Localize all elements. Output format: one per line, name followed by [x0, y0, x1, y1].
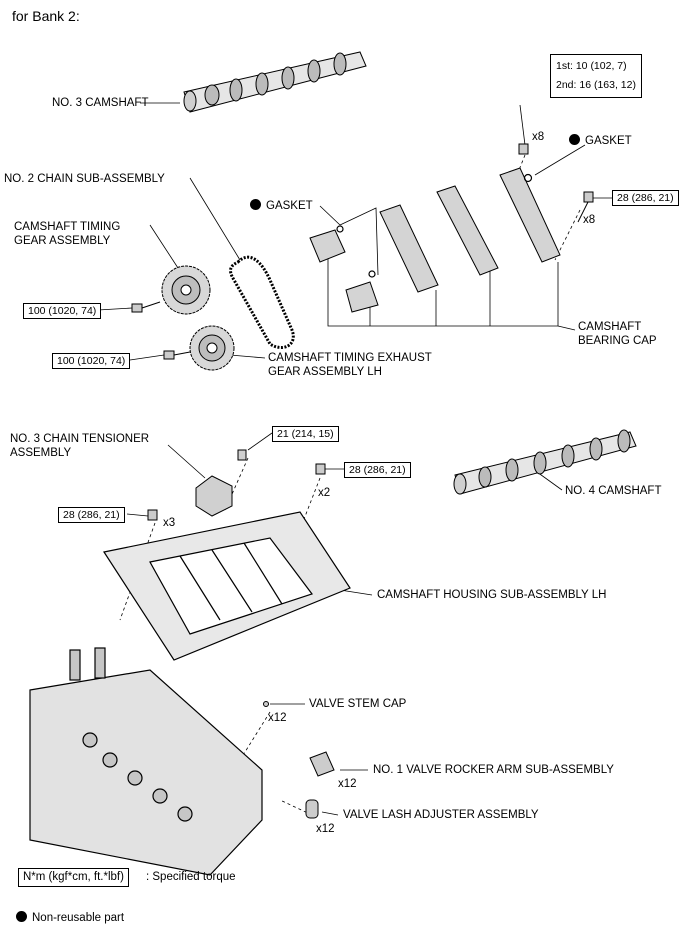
- label-no4-camshaft: NO. 4 CAMSHAFT: [565, 485, 662, 497]
- qty-lash-adjusters: x12: [316, 823, 335, 835]
- torque-gear-intake: 100 (1020, 74): [23, 303, 102, 319]
- lash-adjuster-icon: [305, 799, 319, 819]
- label-tensioner-line1: NO. 3 CHAIN TENSIONER: [10, 433, 150, 445]
- label-exhaust-gear-line1: CAMSHAFT TIMING EXHAUST: [268, 352, 432, 364]
- valve-stem-cap-icon: [263, 701, 269, 707]
- qty-rocker-arms: x12: [338, 778, 357, 790]
- nonreusable-dot-icon: [16, 911, 27, 922]
- label-exhaust-gear-line2: GEAR ASSEMBLY LH: [268, 366, 382, 378]
- torque-tensioner-bolt: 21 (214, 15): [272, 426, 339, 442]
- gear-bolt-icon: [131, 301, 191, 360]
- housing-bolt-icon: [147, 463, 326, 521]
- cylinder-head-icon: [29, 647, 263, 876]
- qty-cap-bolts: x8: [583, 214, 596, 226]
- label-valve-stem-cap: VALVE STEM CAP: [309, 698, 407, 710]
- label-timing-gear-line2: GEAR ASSEMBLY: [14, 235, 111, 247]
- label-rocker-arm: NO. 1 VALVE ROCKER ARM SUB-ASSEMBLY: [373, 764, 614, 776]
- legend-torque-unit: N*m (kgf*cm, ft.*lbf): [18, 868, 129, 887]
- label-gasket-top: GASKET: [569, 134, 632, 148]
- label-bearing-cap-line2: BEARING CAP: [578, 335, 657, 347]
- nonreusable-dot-icon: [250, 199, 261, 210]
- qty-housing-bolts-left: x3: [163, 517, 176, 529]
- qty-housing-bolts: x2: [318, 487, 331, 499]
- legend-nonreusable: Non-reusable part: [16, 911, 124, 925]
- label-lash-adjuster: VALVE LASH ADJUSTER ASSEMBLY: [343, 809, 539, 821]
- timing-gear-icon: [161, 265, 211, 315]
- torque-bearing-second: 2nd: 16 (163, 12): [556, 79, 636, 91]
- qty-bearing-bolts: x8: [532, 131, 545, 143]
- torque-bearing-first: 1st: 10 (102, 7): [556, 60, 627, 72]
- rocker-arm-icon: [309, 751, 335, 777]
- exhaust-gear-icon: [189, 325, 235, 371]
- label-housing: CAMSHAFT HOUSING SUB-ASSEMBLY LH: [377, 589, 607, 601]
- bearing-cap-icon: [309, 167, 561, 313]
- label-no3-camshaft: NO. 3 CAMSHAFT: [52, 97, 149, 109]
- torque-cap-bolt: 28 (286, 21): [612, 190, 679, 206]
- torque-gear-exhaust: 100 (1020, 74): [52, 353, 131, 369]
- nonreusable-dot-icon: [569, 134, 580, 145]
- timing-chain-icon: [229, 255, 295, 349]
- label-timing-gear-line1: CAMSHAFT TIMING: [14, 221, 121, 233]
- torque-housing-bolt-left: 28 (286, 21): [58, 507, 125, 523]
- label-no2-chain: NO. 2 CHAIN SUB-ASSEMBLY: [4, 173, 165, 185]
- label-tensioner-line2: ASSEMBLY: [10, 447, 72, 459]
- qty-stem-caps: x12: [268, 712, 287, 724]
- torque-housing-bolt: 28 (286, 21): [344, 462, 411, 478]
- torque-box-bearing: 1st: 10 (102, 7) 2nd: 16 (163, 12): [550, 54, 642, 98]
- no4-camshaft-icon: [453, 429, 637, 495]
- legend-torque-desc: : Specified torque: [146, 871, 236, 883]
- chain-tensioner-icon: [195, 449, 247, 517]
- camshaft-housing-icon: [103, 511, 351, 661]
- label-gasket-left: GASKET: [250, 199, 313, 213]
- label-bearing-cap-line1: CAMSHAFT: [578, 321, 642, 333]
- gasket-icon: [336, 173, 533, 278]
- no3-camshaft-icon: [183, 51, 367, 113]
- page-title: for Bank 2:: [12, 8, 80, 24]
- cap-bolt-icon: [518, 143, 594, 223]
